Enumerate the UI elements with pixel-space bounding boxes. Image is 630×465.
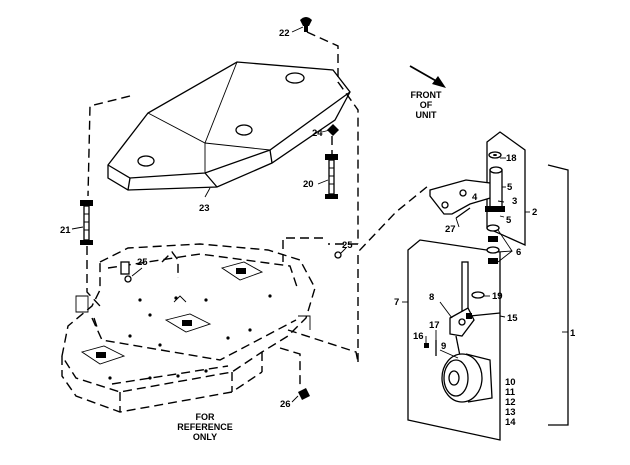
callout-2: 2 — [532, 207, 537, 218]
callout-7: 7 — [394, 297, 399, 308]
caster-assembly-bracket-1 — [547, 164, 569, 426]
callout-3: 3 — [512, 196, 517, 207]
for-reference-only-label: FOR REFERENCE ONLY — [177, 412, 233, 442]
screw-part-25-right — [334, 251, 342, 259]
caster-assembly-bracket-7 — [407, 239, 501, 441]
callout-12: 12 — [505, 397, 516, 408]
callout-21: 21 — [60, 225, 71, 236]
caster-spindle — [485, 166, 505, 212]
seat-cover-part-23 — [107, 61, 351, 191]
callout-22: 22 — [279, 28, 290, 39]
callout-1: 1 — [570, 328, 576, 339]
callout-25-right: 25 — [342, 240, 353, 251]
callout-4: 4 — [472, 192, 478, 203]
note-only: ONLY — [193, 432, 217, 442]
callout-15: 15 — [507, 313, 518, 324]
callout-26: 26 — [280, 399, 291, 410]
caster-assembly-bracket-2 — [486, 131, 526, 247]
callout-5-lower: 5 — [506, 215, 512, 226]
pin-16 — [424, 343, 429, 348]
front-of-unit-label: FRONT OF UNIT — [411, 90, 442, 120]
caster-fork-8 — [449, 261, 475, 357]
screw-part-26 — [298, 388, 310, 400]
callout-17: 17 — [429, 320, 440, 331]
deck-mounting-pad — [220, 261, 264, 281]
callout-5-upper: 5 — [507, 182, 513, 193]
callout-numbers: 22 24 20 23 21 25 25 26 27 18 5 3 4 5 2 … — [60, 28, 576, 428]
mower-deck-reference — [61, 243, 316, 413]
callout-9: 9 — [441, 341, 446, 352]
caster-wheel-9 — [441, 353, 493, 403]
callout-25-left: 25 — [137, 257, 148, 268]
note-reference: REFERENCE — [177, 422, 233, 432]
wing-nut-part-22 — [300, 17, 312, 32]
front-of-unit-arrow — [409, 65, 446, 88]
screw-part-25 — [120, 261, 132, 283]
note-for: FOR — [196, 412, 215, 422]
callout-10: 10 — [505, 377, 516, 388]
bolt-part-20 — [325, 154, 338, 199]
callout-13: 13 — [505, 407, 516, 418]
bolt-part-21 — [80, 200, 93, 245]
note-of: OF — [420, 100, 433, 110]
note-front: FRONT — [411, 90, 442, 100]
callout-23: 23 — [199, 203, 210, 214]
callout-11: 11 — [505, 387, 516, 398]
clip-19 — [471, 291, 485, 299]
bolt-27 — [455, 207, 471, 219]
callout-18: 18 — [506, 153, 517, 164]
callout-8: 8 — [429, 292, 434, 303]
axle-bolt-15 — [466, 312, 501, 319]
caster-washer-18 — [488, 151, 502, 159]
callout-20: 20 — [303, 179, 314, 190]
fastener-part-24 — [327, 124, 339, 136]
callout-14: 14 — [505, 417, 516, 428]
callout-6: 6 — [516, 247, 521, 258]
assembly-routing-lines — [86, 31, 429, 388]
deck-mounting-pad — [80, 345, 126, 365]
callout-16: 16 — [413, 331, 424, 342]
callout-19: 19 — [492, 291, 503, 302]
callout-leader-lines — [71, 26, 568, 403]
callout-27: 27 — [445, 224, 456, 235]
callout-24: 24 — [312, 128, 323, 139]
deck-rivets — [108, 294, 272, 380]
caster-arm — [429, 179, 499, 215]
deck-mounting-pad — [164, 313, 212, 333]
caster-spacer-stack-6 — [486, 224, 500, 264]
note-unit: UNIT — [416, 110, 437, 120]
